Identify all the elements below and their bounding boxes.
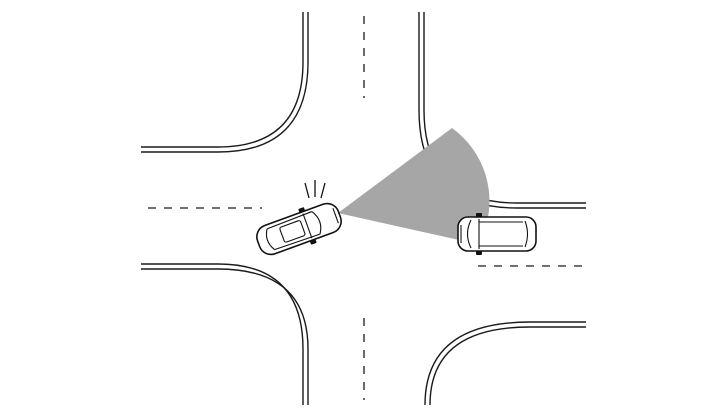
sensor-warning-icon [304,180,326,199]
curb-top-left [141,12,309,153]
curb-bottom-left [141,263,309,405]
cross-traffic-vehicle [457,213,537,255]
curb-bottom-right [424,321,586,406]
sensor-detection-zone [338,128,490,240]
lane-markings [148,16,588,400]
own-vehicle [256,202,342,256]
